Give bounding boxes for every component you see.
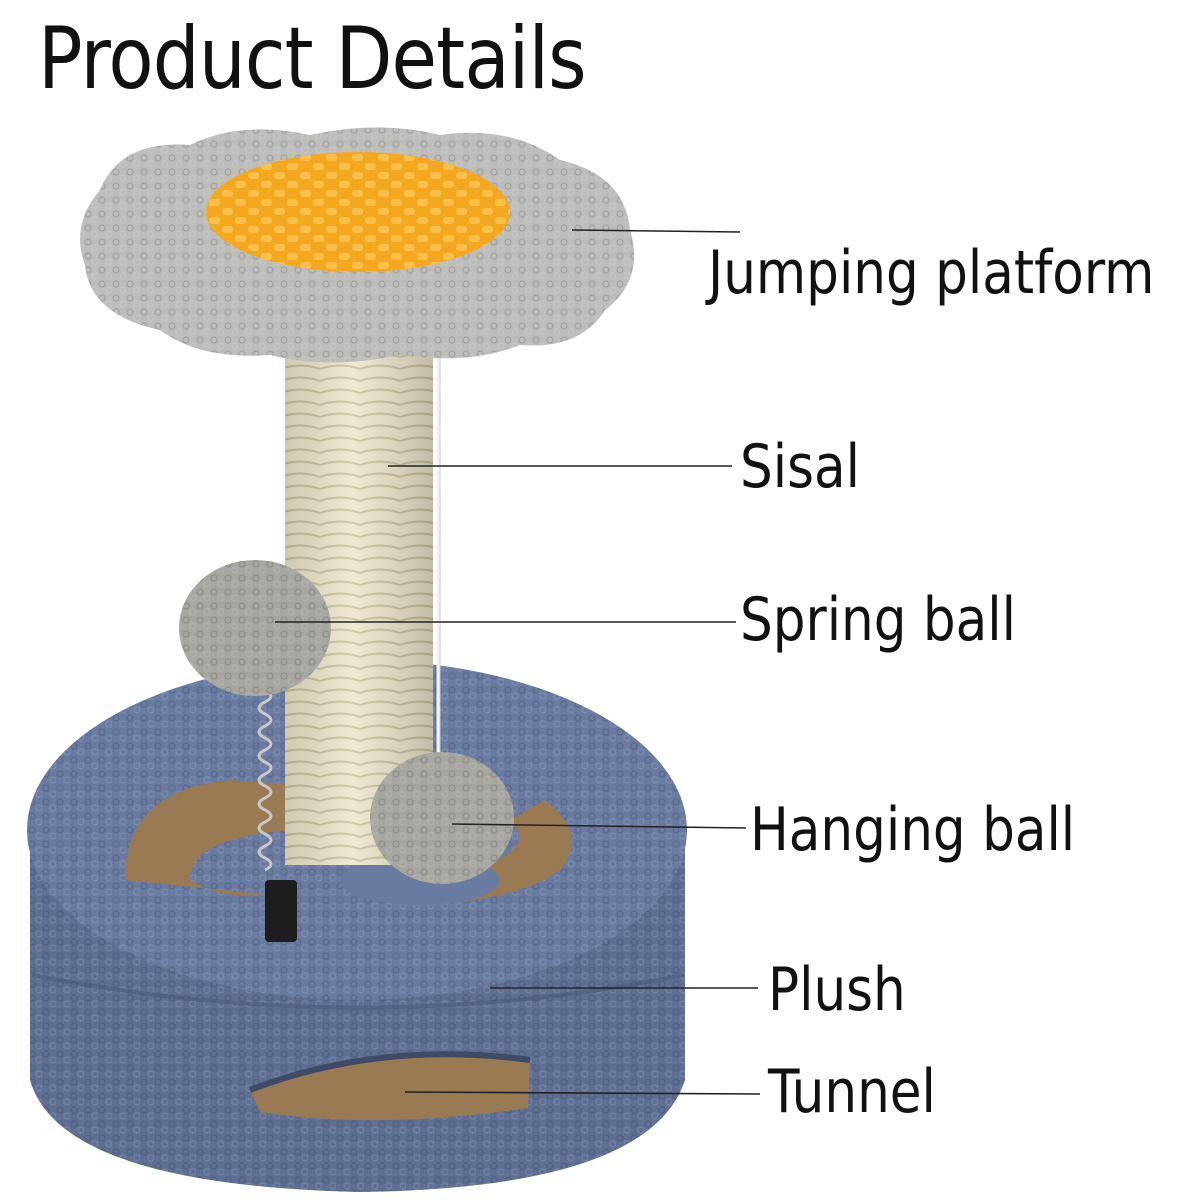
tunnel-opening xyxy=(248,1051,531,1121)
label-jumping-platform: Jumping platform xyxy=(708,238,1155,308)
page-title: Product Details xyxy=(38,9,587,109)
hanging-ball xyxy=(370,752,514,884)
spring xyxy=(257,688,297,942)
leader-line-jumping-platform xyxy=(571,229,741,233)
leader-line-hanging-ball xyxy=(451,823,747,829)
label-plush: Plush xyxy=(768,955,906,1025)
label-tunnel: Tunnel xyxy=(768,1057,936,1127)
label-spring-ball: Spring ball xyxy=(740,585,1016,655)
label-hanging-ball: Hanging ball xyxy=(750,795,1076,865)
label-sisal: Sisal xyxy=(740,432,860,502)
spring-ball xyxy=(179,560,331,696)
jumping-platform xyxy=(80,127,635,363)
leader-line-tunnel xyxy=(404,1091,761,1095)
